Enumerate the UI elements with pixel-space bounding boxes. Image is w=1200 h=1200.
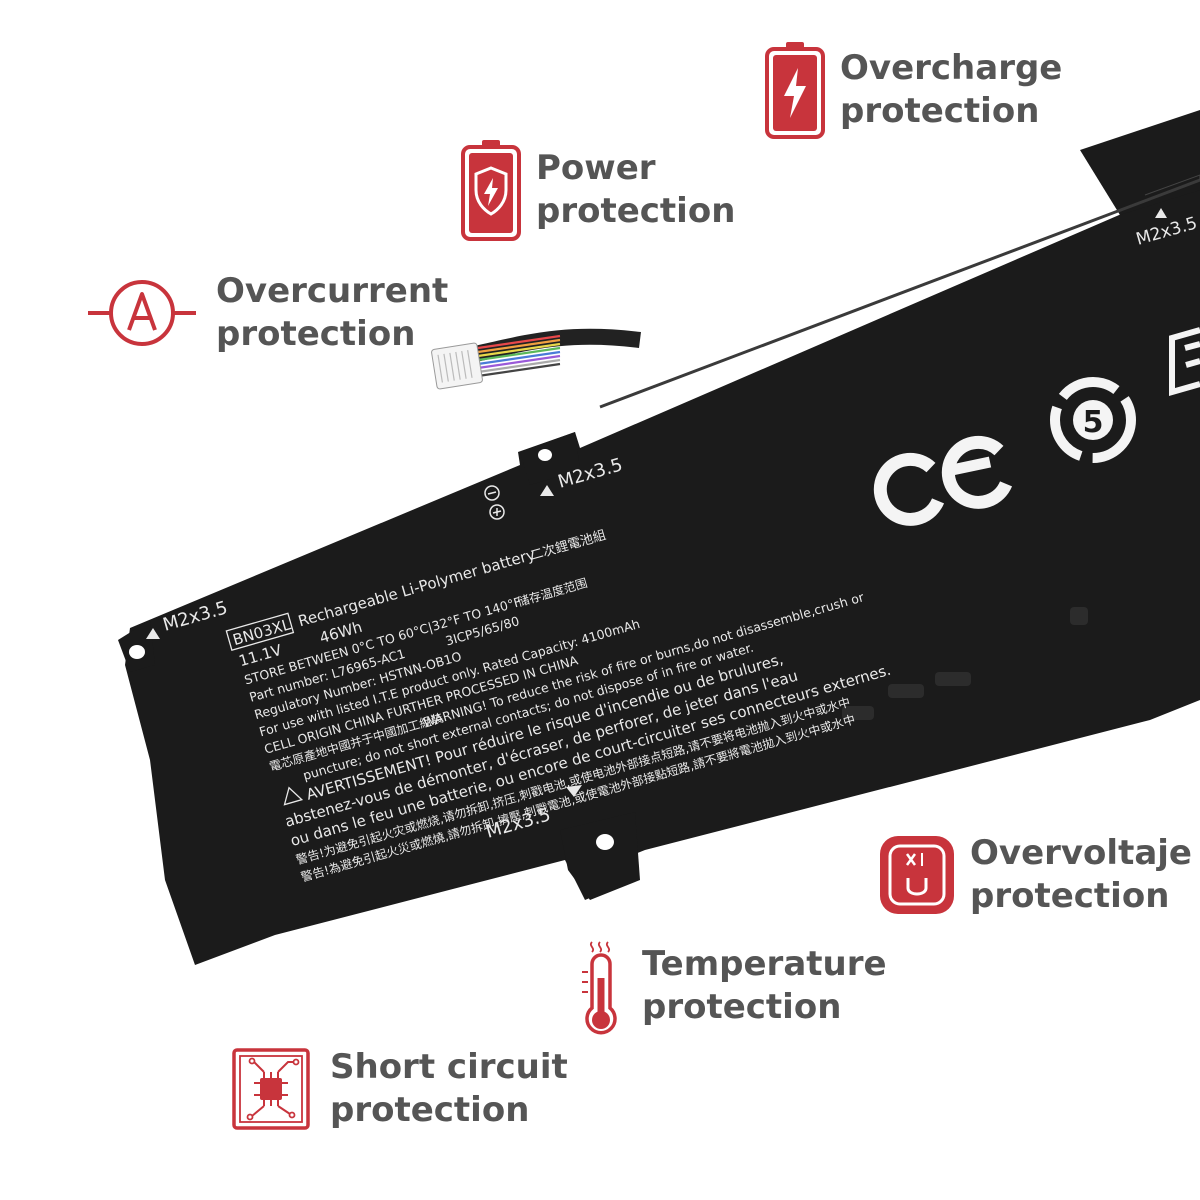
feature-overvoltage-line2: protection: [970, 876, 1170, 916]
feature-overvoltage-line1: Overvoltaje: [970, 833, 1192, 873]
circuit-chip-icon: [232, 1048, 310, 1130]
ce-mark-icon: [873, 435, 1013, 526]
battery-bolt-icon: [765, 42, 825, 139]
connector-cable: [431, 328, 641, 390]
feature-short-circuit-line1: Short circuit: [330, 1047, 568, 1087]
feature-power-line1: Power: [536, 148, 656, 188]
feature-overcharge-line2: protection: [840, 91, 1040, 131]
feature-short-circuit-line2: protection: [330, 1090, 530, 1130]
feature-overvoltage: Overvoltaje protection: [878, 832, 1192, 918]
battery-bumps: [842, 607, 1088, 720]
feature-overcurrent-line1: Overcurrent: [216, 271, 449, 311]
battery-body: [125, 180, 1200, 965]
voltage-xu-icon: [880, 836, 954, 914]
thermometer-heat-icon: [582, 941, 617, 1035]
recycle-number: 5: [1083, 405, 1104, 440]
mounting-tabs: [118, 110, 1200, 900]
feature-overcharge-line1: Overcharge: [840, 48, 1063, 88]
feature-overcurrent: Overcurrent protection: [88, 270, 448, 356]
feature-power-line2: protection: [536, 191, 736, 231]
feature-temperature: Temperature protection: [578, 934, 887, 1038]
battery-shield-bolt-icon: [461, 140, 521, 241]
feature-temperature-line1: Temperature: [642, 944, 887, 984]
feature-overcharge: Overcharge protection: [764, 40, 1062, 140]
certification-mark-icon: [1169, 327, 1200, 396]
recycle-icon: 5: [1050, 377, 1136, 463]
ammeter-a-icon: [88, 280, 196, 346]
feature-power: Power protection: [460, 138, 735, 242]
feature-overcurrent-line2: protection: [216, 314, 416, 354]
feature-short-circuit: Short circuit protection: [232, 1046, 568, 1132]
feature-temperature-line2: protection: [642, 987, 842, 1027]
